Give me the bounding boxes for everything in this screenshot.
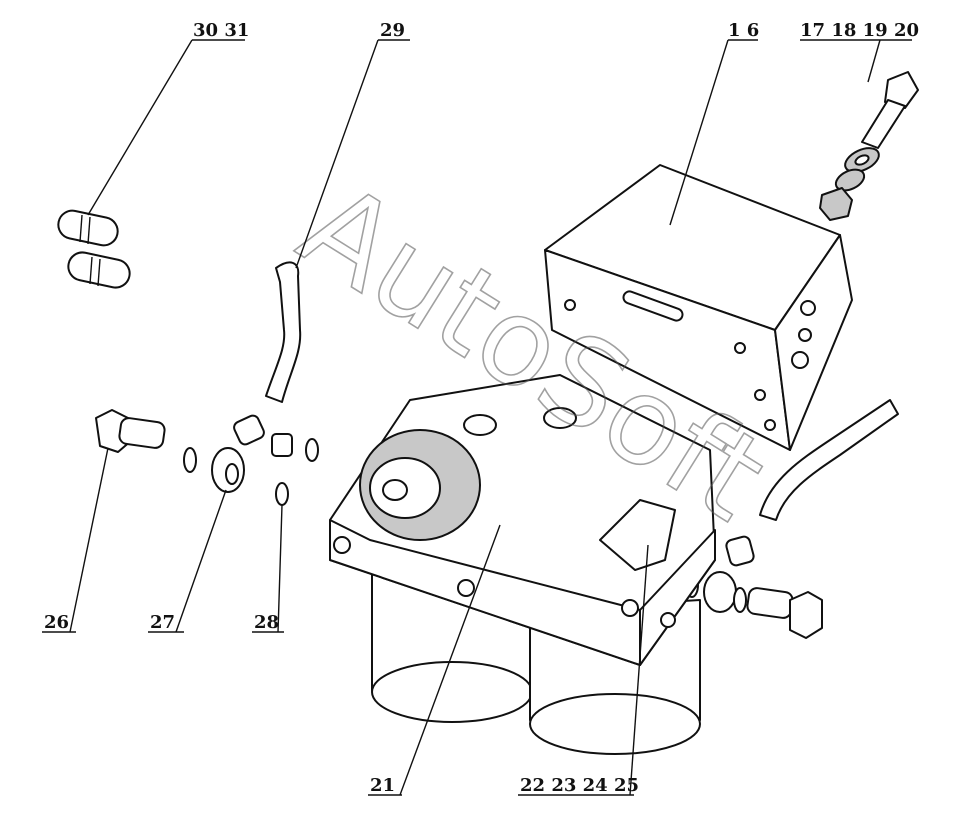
label-21: 21 [370, 775, 395, 796]
right-banjo-fitting [685, 535, 823, 639]
label-28: 28 [254, 612, 279, 633]
hose-29 [265, 261, 302, 403]
return-hose [759, 399, 899, 521]
mounting-bracket [544, 164, 853, 451]
label-27: 27 [150, 612, 175, 633]
part-labels: 30 31 29 1 6 17 18 19 20 26 27 28 21 22 … [44, 20, 919, 796]
label-17-20: 17 18 19 20 [800, 20, 919, 41]
leader-lines [42, 39, 912, 796]
label-30-31: 30 31 [193, 20, 249, 41]
label-29: 29 [380, 20, 405, 41]
filter-head-housing [329, 374, 716, 666]
banjo-fitting-set [95, 409, 319, 506]
bolt-washer-nut-stack [819, 71, 919, 221]
label-1-6: 1 6 [728, 20, 759, 41]
plug-pair [57, 209, 131, 289]
label-26: 26 [44, 612, 69, 633]
label-22-25: 22 23 24 25 [520, 775, 639, 796]
